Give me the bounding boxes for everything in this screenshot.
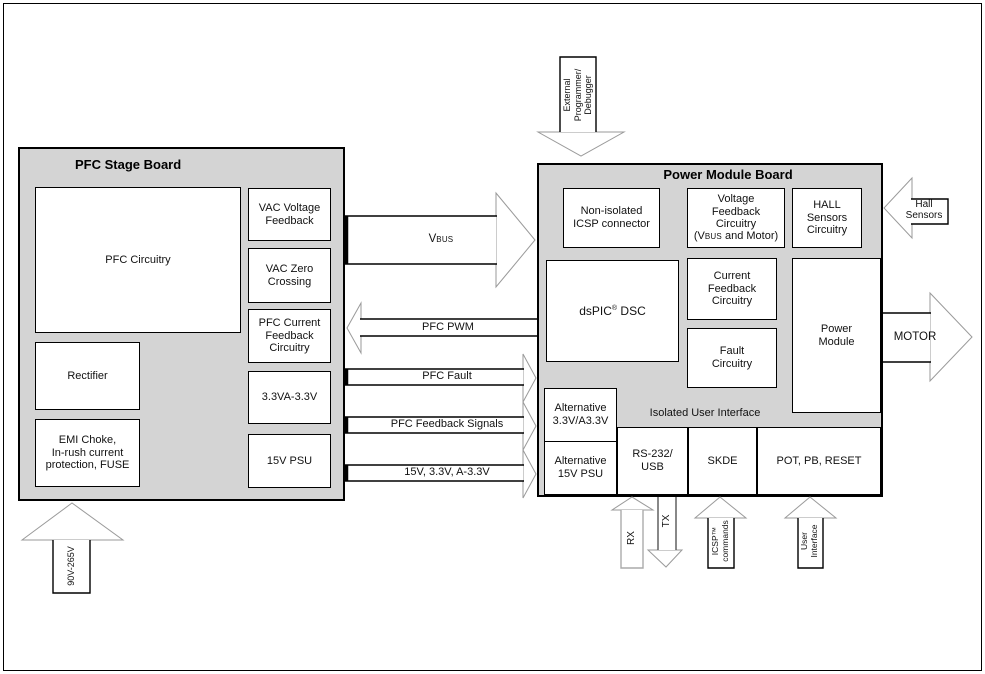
- fault-circuitry-box: Fault Circuitry: [687, 328, 777, 388]
- motor-label: MOTOR: [893, 331, 937, 343]
- power-module-box: Power Module: [792, 258, 881, 413]
- voltage-feedback-box: Voltage Feedback Circuitry (VBUS and Mot…: [687, 188, 785, 248]
- tx-label: TX: [661, 514, 673, 528]
- pfc-feedback-label: PFC Feedback Signals: [390, 418, 504, 430]
- page-border: [3, 3, 982, 671]
- skde-box: SKDE: [688, 427, 757, 495]
- user-interface-label: User Interface: [799, 524, 819, 558]
- voltage-feedback-paren: (VBUS and Motor): [693, 230, 779, 243]
- pfc-fault-label: PFC Fault: [422, 370, 472, 382]
- psu-3v3-box: 3.3VA-3.3V: [248, 371, 331, 424]
- dspic-dsc-box: dsPIC® DSC: [546, 260, 679, 362]
- emi-choke-box: EMI Choke, In-rush current protection, F…: [35, 419, 140, 487]
- pfc-board-title: PFC Stage Board: [75, 157, 182, 172]
- external-programmer-label: External Programmer/ Debugger: [562, 68, 594, 122]
- alt-15v-psu-box: Alternative 15V PSU: [544, 441, 617, 495]
- rx-label: RX: [626, 531, 638, 545]
- rs232-usb-box: RS-232/ USB: [617, 427, 688, 495]
- icsp-commands-label: ICSP™ commands: [710, 520, 730, 562]
- pfc-pwm-label: PFC PWM: [422, 321, 474, 333]
- rectifier-box: Rectifier: [35, 342, 140, 410]
- alt-3v3-box: Alternative 3.3V/A3.3V: [544, 388, 617, 442]
- hall-sensors-label: Hall Sensors: [905, 199, 943, 221]
- isolated-user-interface-label: Isolated User Interface: [649, 407, 761, 419]
- voltage-feedback-main: Voltage Feedback Circuitry: [711, 193, 761, 230]
- vbus-label: VBUS: [428, 233, 454, 245]
- pfc-current-feedback-box: PFC Current Feedback Circuitry: [248, 309, 331, 363]
- hall-sensors-circuitry-box: HALL Sensors Circuitry: [792, 188, 862, 248]
- psu-15v-box: 15V PSU: [248, 434, 331, 488]
- vac-voltage-feedback-box: VAC Voltage Feedback: [248, 188, 331, 241]
- power-board-title: Power Module Board: [663, 167, 793, 182]
- current-feedback-box: Current Feedback Circuitry: [687, 258, 777, 320]
- mains-label: 90V-265V: [65, 546, 76, 586]
- pot-pb-reset-box: POT, PB, RESET: [757, 427, 881, 495]
- vac-zero-crossing-box: VAC Zero Crossing: [248, 248, 331, 303]
- pfc-circuitry-box: PFC Circuitry: [35, 187, 241, 333]
- icsp-connector-box: Non-isolated ICSP connector: [563, 188, 660, 248]
- rails-label: 15V, 3.3V, A-3.3V: [404, 466, 490, 478]
